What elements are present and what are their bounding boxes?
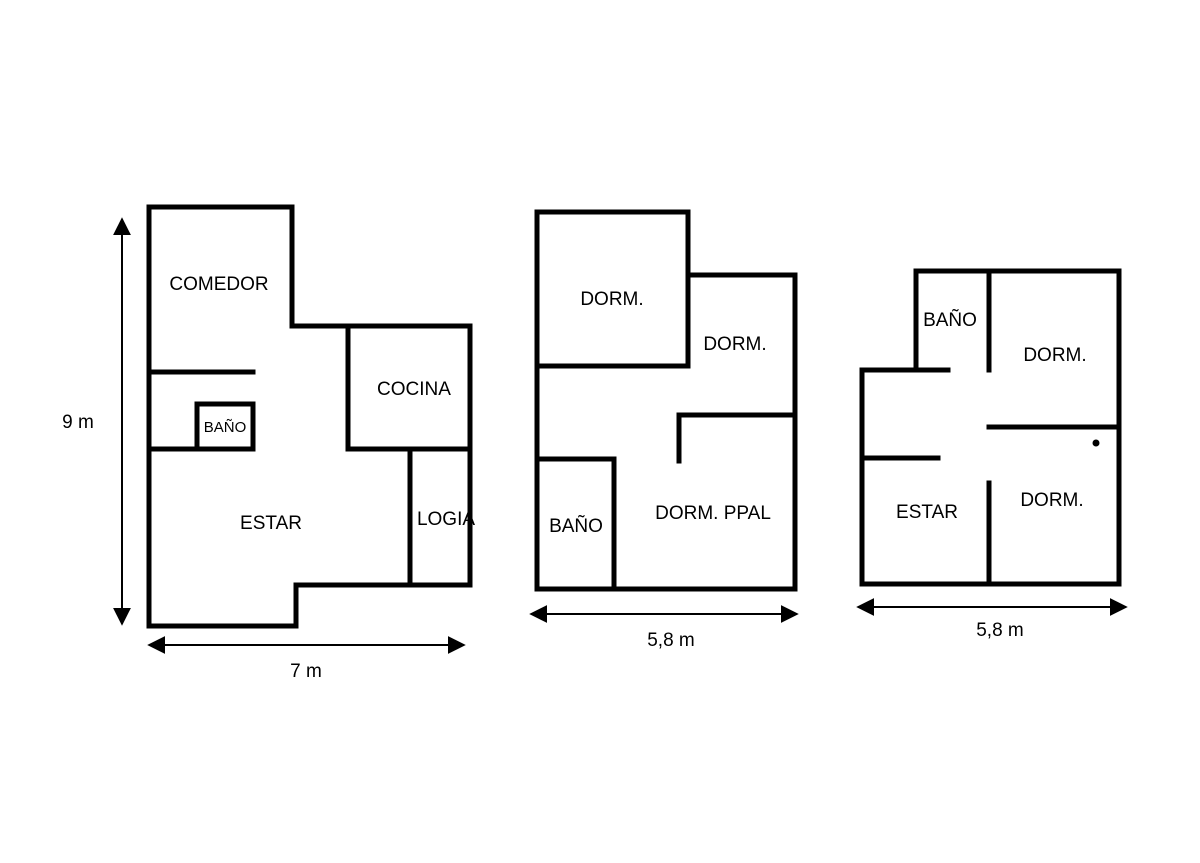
dorm-ppal-partition xyxy=(676,412,798,464)
height-dimension-label: 9 m xyxy=(62,412,94,433)
room-label-dorm-2: DORM. xyxy=(703,334,766,355)
width-dimension-label: 5,8 m xyxy=(976,620,1024,641)
room-label-bano: BAÑO xyxy=(923,309,977,331)
room-label-bano: BAÑO xyxy=(204,419,247,436)
room-label-estar: ESTAR xyxy=(896,502,958,523)
plan-2-upper-floor: DORM. DORM. BAÑO DORM. PPAL 5,8 m xyxy=(529,209,799,651)
room-label-bano: BAÑO xyxy=(549,515,603,537)
room-label-dorm-2: DORM. xyxy=(1020,490,1083,511)
width-dimension-label: 7 m xyxy=(290,661,322,682)
bano-walls xyxy=(534,456,617,592)
room-label-dorm-1: DORM. xyxy=(1023,345,1086,366)
bano-box xyxy=(194,401,256,452)
plan-1-outline xyxy=(146,204,473,629)
room-label-comedor: COMEDOR xyxy=(169,274,268,295)
plan-1-ground-floor: COMEDOR COCINA BAÑO ESTAR LOGIA 9 m 7 m xyxy=(62,204,475,682)
width-dimension-label: 5,8 m xyxy=(647,630,695,651)
marker-dot xyxy=(1092,439,1100,447)
room-label-dorm-1: DORM. xyxy=(580,289,643,310)
plan-3-top-floor: BAÑO DORM. ESTAR DORM. 5,8 m xyxy=(856,268,1128,641)
room-label-logia: LOGIA xyxy=(417,509,475,530)
room-label-estar: ESTAR xyxy=(240,513,302,534)
room-label-cocina: COCINA xyxy=(377,379,451,400)
room-label-dorm-ppal: DORM. PPAL xyxy=(655,503,771,524)
